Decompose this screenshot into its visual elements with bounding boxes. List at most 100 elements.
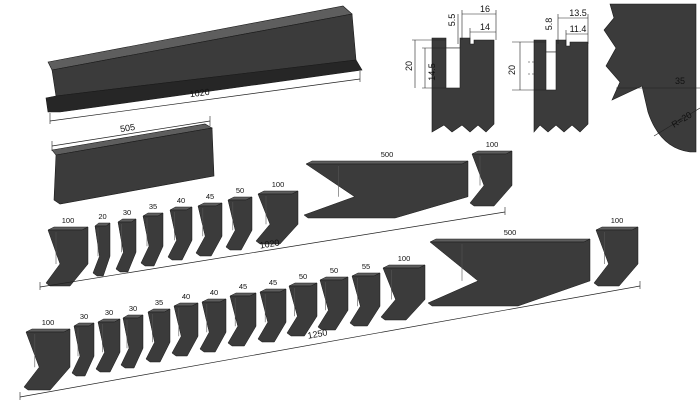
row-2-segment-top [382, 264, 426, 269]
row-2-segment-top [595, 226, 639, 231]
row-2-segment-label: 100 [611, 216, 624, 225]
row-1-segment-body [140, 212, 164, 267]
row-2-segment: 50 [317, 266, 349, 331]
row-1-total-length: 1020 [259, 238, 280, 251]
profile-b-tip-window [545, 51, 557, 91]
row-1-segment-top [305, 160, 469, 165]
row-2-segment-label: 55 [362, 262, 370, 271]
row-2-segment-label: 500 [504, 228, 517, 237]
row-1-segment-label: 35 [149, 202, 157, 211]
row-2-segment-label: 50 [330, 266, 338, 275]
row-1-segment-body [45, 226, 89, 287]
row-2-segment: 35 [145, 298, 171, 363]
profile-b-height: 20 [507, 65, 517, 75]
row-2-segment-body [23, 328, 71, 391]
profile-b-tip-offset: 5.8 [544, 18, 554, 31]
row-1-segment-body [303, 160, 469, 219]
row-2-segment: 30 [95, 308, 121, 373]
row-2-segment-label: 30 [105, 308, 113, 317]
row-1-segment-label: 100 [272, 180, 285, 189]
row-2-segment-body [349, 272, 381, 327]
row-1-segment-label: 40 [177, 196, 185, 205]
segmented-set-row-1: 100 20 30 35 40 45 50 100 500 100 1020 [39, 140, 513, 290]
row-2-segment: 500 [427, 228, 591, 307]
row-2-segment: 40 [171, 292, 199, 357]
row-1-segment: 30 [115, 208, 137, 273]
row-2-segment-body [120, 314, 144, 369]
long-punch-tip [45, 59, 363, 113]
row-1-segment-label: 20 [98, 212, 106, 221]
row-2-segment-label: 50 [299, 272, 307, 281]
row-2-segment-body [427, 238, 591, 307]
row-2-segment: 45 [257, 278, 287, 343]
row-2-dimension-line [19, 285, 641, 398]
row-1-segment: 50 [225, 186, 253, 251]
row-2-segment-body [257, 288, 287, 343]
medium-punch-front-face [53, 127, 215, 205]
long-punch: 1020 [45, 5, 363, 124]
long-punch-dimension-line [49, 78, 361, 122]
profile-a-height: 20 [404, 61, 414, 71]
row-1-segment-label: 100 [62, 216, 75, 225]
row-1-segment-body [195, 202, 223, 257]
row-2-total-length: 1250 [307, 327, 328, 340]
row-1-segment-body [469, 150, 513, 207]
row-1-segment-label: 50 [236, 186, 244, 195]
row-2-segment-body [380, 264, 426, 321]
profile-b-body [533, 39, 589, 133]
row-1-segment-body [225, 196, 253, 251]
medium-punch: 505 [51, 116, 215, 205]
profile-c-body [603, 3, 697, 153]
row-1-segment: 20 [92, 212, 111, 277]
row-2-segment-body [199, 298, 227, 353]
row-1-segment: 100 [45, 216, 89, 287]
row-2-segment: 45 [227, 282, 257, 347]
row-2-segment-label: 100 [42, 318, 55, 327]
profile-b-top-width: 13.5 [569, 8, 587, 18]
row-2-segment-body [71, 322, 95, 377]
segmented-set-row-2: 100 30 30 30 35 40 40 45 45 50 50 55 100 500 100 1250 [19, 216, 641, 400]
row-2-segment-label: 30 [80, 312, 88, 321]
row-1-dimension-line [39, 211, 506, 288]
row-1-segment-label: 500 [381, 150, 394, 159]
row-2-segment-body [227, 292, 257, 347]
row-2-segment: 100 [380, 254, 426, 321]
row-2-segment-body [286, 282, 318, 337]
row-1-segment-body [167, 206, 193, 261]
profile-a-tip-offset: 5.5 [447, 14, 457, 27]
profile-c-offset: 35 [675, 76, 685, 86]
row-2-segment-body [593, 226, 639, 287]
row-2-segment-label: 30 [129, 304, 137, 313]
row-1-segment-label: 30 [123, 208, 131, 217]
row-2-segment-top [25, 328, 71, 333]
row-2-segment-label: 40 [182, 292, 190, 301]
row-1-segment-top [47, 226, 89, 231]
profile-a-tip-height: 14.5 [427, 63, 437, 81]
row-1-segment: 100 [469, 140, 513, 207]
row-2-segment-body [95, 318, 121, 373]
row-2-segment: 30 [71, 312, 95, 377]
profile-a-tip-window [445, 47, 461, 89]
row-2-segment: 30 [120, 304, 144, 369]
profile-b-inner-width: 11.4 [570, 24, 587, 34]
row-1-segment-body [92, 222, 111, 277]
row-1-segment: 100 [255, 180, 299, 245]
row-2-segment: 40 [199, 288, 227, 353]
row-1-segment: 500 [303, 150, 469, 219]
row-1-segment: 35 [140, 202, 164, 267]
profile-a-cross-section: 16 14 5.5 20 14.5 [404, 4, 497, 133]
profile-a-body [431, 37, 495, 133]
row-2-segment-body [145, 308, 171, 363]
row-1-segment: 40 [167, 196, 193, 261]
row-1-segment-body [115, 218, 137, 273]
row-2-segment-label: 45 [239, 282, 247, 291]
row-2-segment: 50 [286, 272, 318, 337]
row-2-segment: 100 [23, 318, 71, 391]
medium-punch-length-label: 505 [119, 122, 135, 134]
profile-a-inner-width: 14 [480, 22, 490, 32]
row-1-segment-top [257, 190, 299, 195]
profile-c-cross-section: 35 R=20 [603, 3, 700, 153]
row-2-segment-label: 45 [269, 278, 277, 287]
profile-a-top-width: 16 [480, 4, 490, 14]
